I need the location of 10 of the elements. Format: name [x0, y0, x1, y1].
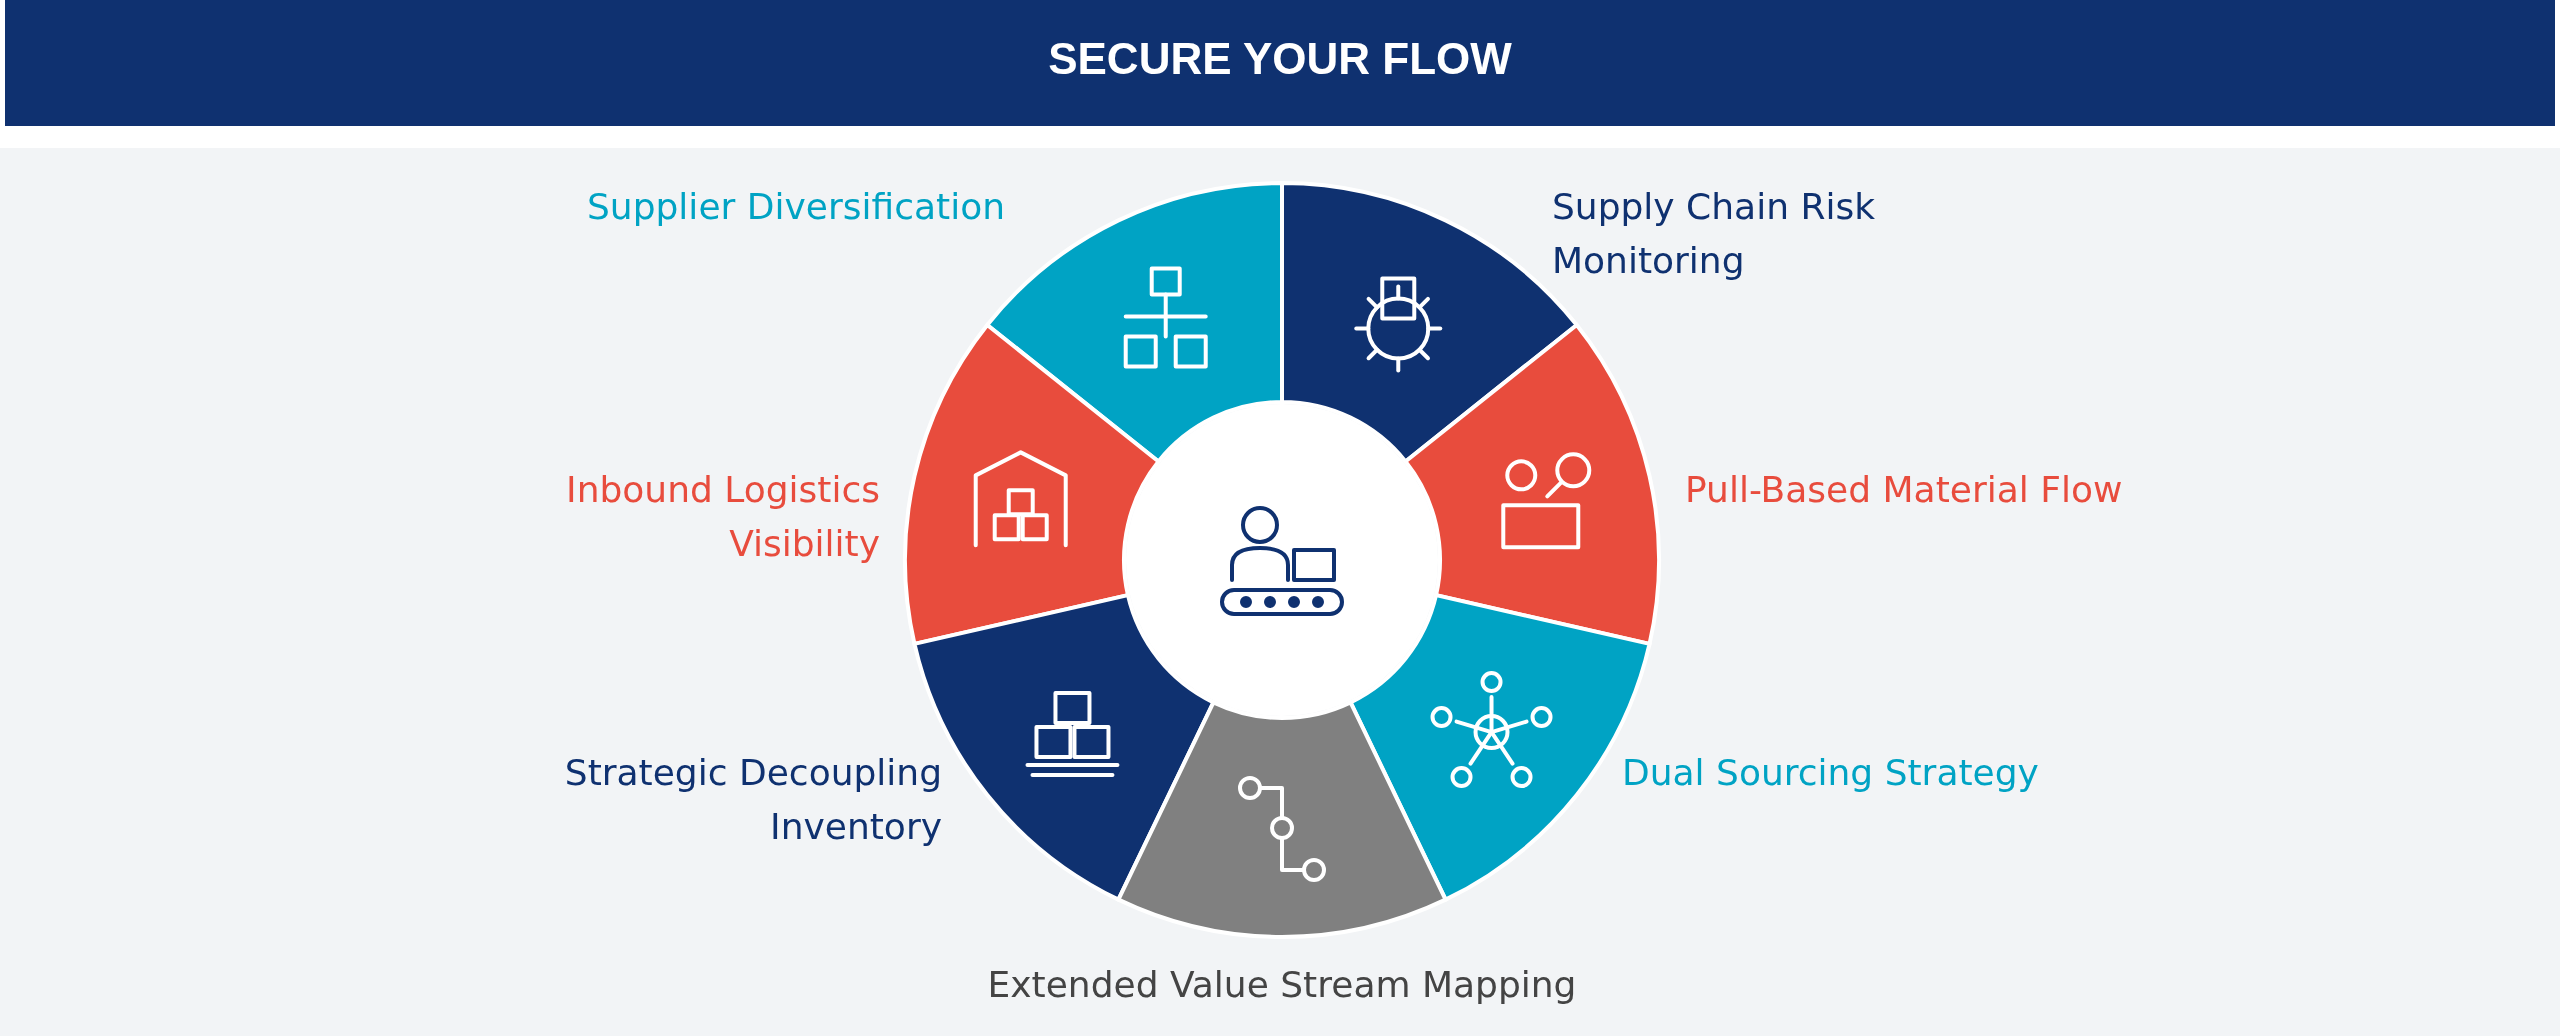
segment-label: Pull-Based Material Flow — [1685, 468, 2124, 512]
segment-label: Supplier Diversification — [586, 185, 1005, 229]
segment-label: Extended Value Stream Mapping — [986, 963, 1578, 1007]
title: SECURE YOUR FLOW — [1047, 34, 1513, 84]
wheel-segment — [1116, 700, 1448, 939]
segment-label: Strategic Decoupling Inventory — [563, 751, 942, 849]
segment-label: Supply Chain Risk Monitoring — [1552, 185, 1876, 283]
center-circle — [1126, 404, 1438, 716]
segment-label: Dual Sourcing Strategy — [1622, 751, 2040, 795]
segment-label: Inbound Logistics Visibility — [565, 468, 880, 566]
